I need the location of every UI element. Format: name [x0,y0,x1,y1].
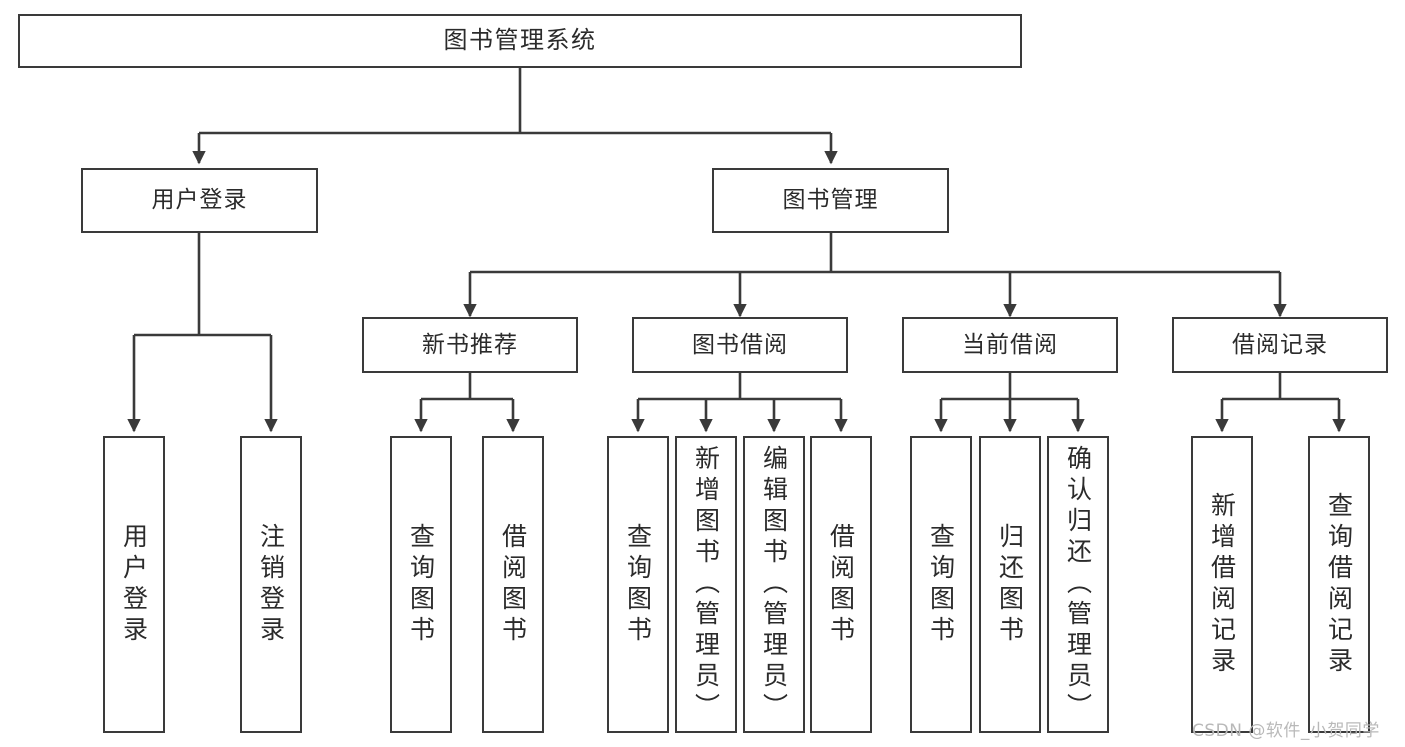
leaf-query-book-3-label: 查询图书 [926,522,956,647]
csdn-watermark: CSDN @软件_小贺同学 [1192,721,1380,741]
leaf-query-record-label: 查询借阅记录 [1324,491,1354,678]
leaf-borrow-book-2-label: 借阅图书 [826,522,856,647]
leaf-add-record-label: 新增借阅记录 [1207,491,1237,678]
leaf-edit-book[interactable]: 编辑图书（管理员） [743,436,805,733]
node-book-borrow[interactable]: 图书借阅 [632,317,848,373]
node-user-login-label: 用户登录 [151,187,248,214]
leaf-return-book-label: 归还图书 [995,522,1025,647]
leaf-add-book-label: 新增图书（管理员） [691,445,721,724]
leaf-query-book-2-label: 查询图书 [623,522,653,647]
node-book-manage-label: 图书管理 [782,187,879,214]
leaf-query-book-1[interactable]: 查询图书 [390,436,452,733]
node-root-label: 图书管理系统 [443,26,597,55]
leaf-user-login-label: 用户登录 [119,522,149,647]
node-new-book-rec-label: 新书推荐 [422,331,518,358]
leaf-add-record[interactable]: 新增借阅记录 [1191,436,1253,733]
node-user-login[interactable]: 用户登录 [81,168,318,233]
node-current-borrow-label: 当前借阅 [962,331,1058,358]
leaf-query-book-2[interactable]: 查询图书 [607,436,669,733]
leaf-borrow-book-1[interactable]: 借阅图书 [482,436,544,733]
node-current-borrow[interactable]: 当前借阅 [902,317,1118,373]
leaf-logout[interactable]: 注销登录 [240,436,302,733]
leaf-query-book-1-label: 查询图书 [406,522,436,647]
leaf-confirm-return-label: 确认归还（管理员） [1063,445,1093,724]
leaf-logout-label: 注销登录 [256,522,286,647]
node-borrow-record[interactable]: 借阅记录 [1172,317,1388,373]
leaf-user-login[interactable]: 用户登录 [103,436,165,733]
node-borrow-record-label: 借阅记录 [1232,331,1328,358]
leaf-edit-book-label: 编辑图书（管理员） [759,445,789,724]
leaf-add-book[interactable]: 新增图书（管理员） [675,436,737,733]
leaf-confirm-return[interactable]: 确认归还（管理员） [1047,436,1109,733]
node-root[interactable]: 图书管理系统 [18,14,1022,68]
leaf-borrow-book-1-label: 借阅图书 [498,522,528,647]
leaf-query-record[interactable]: 查询借阅记录 [1308,436,1370,733]
leaf-return-book[interactable]: 归还图书 [979,436,1041,733]
leaf-borrow-book-2[interactable]: 借阅图书 [810,436,872,733]
node-book-manage[interactable]: 图书管理 [712,168,949,233]
leaf-query-book-3[interactable]: 查询图书 [910,436,972,733]
node-book-borrow-label: 图书借阅 [692,331,788,358]
node-new-book-rec[interactable]: 新书推荐 [362,317,578,373]
